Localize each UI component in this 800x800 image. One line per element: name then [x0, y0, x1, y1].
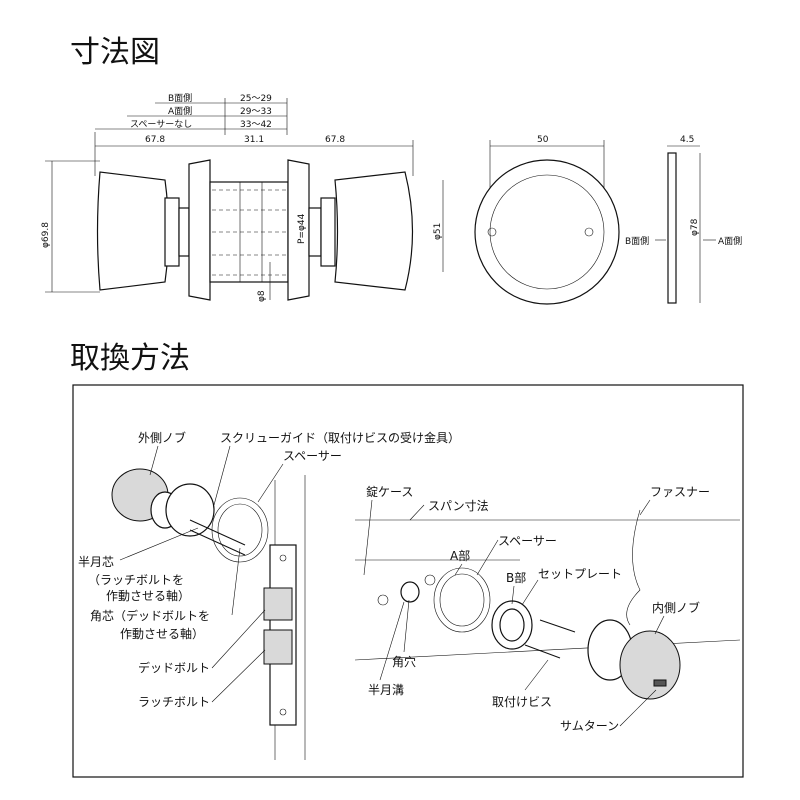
b-side-value: 25～29	[240, 94, 272, 104]
plate-width: 50	[537, 135, 549, 145]
right-knob-length: 67.8	[325, 135, 345, 145]
center-length: 31.1	[244, 135, 264, 145]
no-spacer-label: スペーサーなし	[130, 119, 192, 130]
square-core-desc: 作動させる軸）	[120, 627, 204, 641]
rose-diameter: φ78	[690, 218, 700, 236]
half-moon-core-label: 半月芯	[78, 555, 114, 569]
left-knob-length: 67.8	[145, 135, 165, 145]
no-spacer-value: 33～42	[240, 120, 272, 130]
outer-knob-label: 外側ノブ	[138, 430, 186, 445]
a-face-label: A面側	[718, 235, 742, 247]
inner-knob-label: 内側ノブ	[652, 600, 700, 615]
spacer-right-label: スペーサー	[498, 534, 557, 548]
lock-case-label: 錠ケース	[366, 484, 413, 499]
b-face-label: B面側	[625, 235, 649, 247]
deadbolt-label: デッドボルト	[138, 660, 210, 675]
dimensions-heading: 寸法図	[70, 35, 160, 70]
latchbolt-label: ラッチボルト	[138, 695, 210, 709]
screw-guide-label: スクリューガイド（取付けビスの受け金具）	[220, 430, 460, 445]
inner-knob-illustration	[354, 509, 741, 700]
plate-diameter: φ51	[433, 223, 443, 240]
half-moon-groove-label: 半月溝	[368, 683, 404, 697]
a-side-value: 29～33	[240, 107, 272, 117]
square-hole-label: 角穴	[392, 654, 416, 669]
square-core-label: 角芯（デッドボルトを	[90, 608, 210, 623]
front-view-drawing: 50	[474, 135, 620, 305]
span-label: スパン寸法	[428, 499, 489, 513]
thumbturn-label: サムターン	[560, 719, 619, 733]
pcd-dimension: P=φ44	[297, 213, 307, 244]
b-side-label: B面側	[168, 92, 192, 104]
half-moon-core-desc-2: 作動させる軸）	[106, 589, 190, 603]
part-a-label: A部	[450, 548, 470, 563]
side-view-drawing: B面側 A面側 スペーサーなし 25～29 29～33 33～42 67.8 3…	[41, 92, 444, 302]
rose-profile-drawing: 4.5 φ78 B面側 A面側	[625, 135, 742, 304]
replacement-frame	[72, 384, 744, 778]
outer-knob-illustration	[111, 468, 306, 760]
fastener-label: ファスナー	[650, 485, 710, 499]
knob-diameter: φ69.8	[41, 222, 51, 248]
part-b-label: B部	[506, 570, 526, 585]
rose-thickness: 4.5	[680, 135, 694, 145]
replacement-heading: 取換方法	[70, 341, 190, 376]
a-side-label: A面側	[168, 105, 192, 117]
spindle-diameter: φ8	[257, 290, 267, 302]
set-plate-label: セットプレート	[538, 567, 622, 581]
half-moon-core-desc-1: （ラッチボルトを	[88, 573, 184, 587]
spacer-left-label: スペーサー	[283, 449, 342, 463]
mounting-screw-label: 取付けビス	[492, 695, 552, 709]
